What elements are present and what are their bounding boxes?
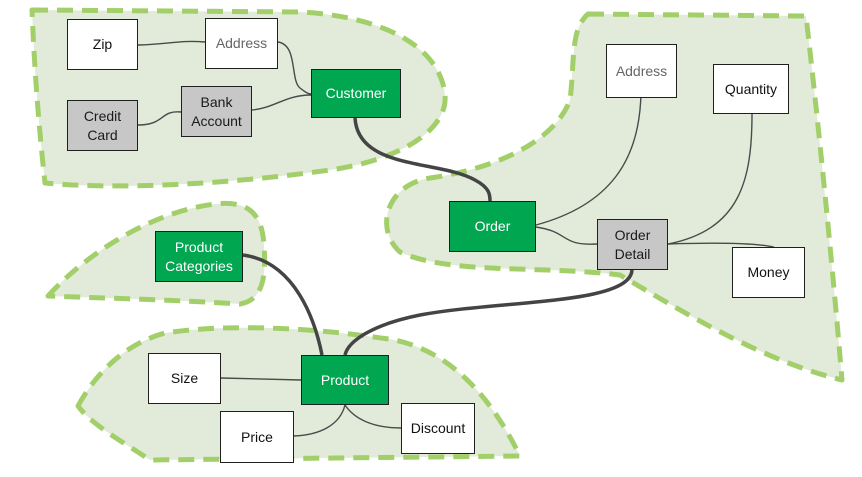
- link-detail-quantity: [667, 113, 753, 245]
- size-attribute[interactable]: Size: [148, 353, 221, 404]
- link-zip-address: [137, 40, 206, 46]
- customer-address-attribute[interactable]: Address: [205, 18, 278, 69]
- link-order-detail: [535, 226, 598, 245]
- zip-attribute[interactable]: Zip: [67, 19, 138, 70]
- bank-account-attribute[interactable]: Bank Account: [181, 86, 252, 137]
- money-attribute[interactable]: Money: [732, 247, 805, 298]
- link-categories-product: [242, 253, 324, 356]
- link-bank-customer: [251, 94, 312, 111]
- link-size-product: [220, 377, 302, 381]
- link-order-address: [535, 91, 642, 226]
- link-customer-order: [353, 117, 492, 202]
- link-address-customer: [277, 41, 312, 95]
- order-entity[interactable]: Order: [449, 201, 536, 252]
- order-detail-entity[interactable]: Order Detail: [597, 219, 668, 270]
- link-detail-product: [343, 269, 634, 356]
- price-attribute[interactable]: Price: [220, 411, 294, 463]
- quantity-attribute[interactable]: Quantity: [713, 64, 789, 114]
- link-product-price: [293, 404, 346, 437]
- order-address-attribute[interactable]: Address: [606, 44, 677, 98]
- credit-card-attribute[interactable]: Credit Card: [67, 100, 138, 151]
- product-entity[interactable]: Product: [301, 355, 389, 405]
- link-product-discount: [344, 404, 402, 429]
- discount-attribute[interactable]: Discount: [401, 403, 475, 454]
- product-categories-entity[interactable]: Product Categories: [155, 231, 243, 282]
- link-detail-money: [667, 242, 775, 248]
- link-creditcard-bank: [137, 111, 182, 126]
- customer-entity[interactable]: Customer: [311, 69, 401, 118]
